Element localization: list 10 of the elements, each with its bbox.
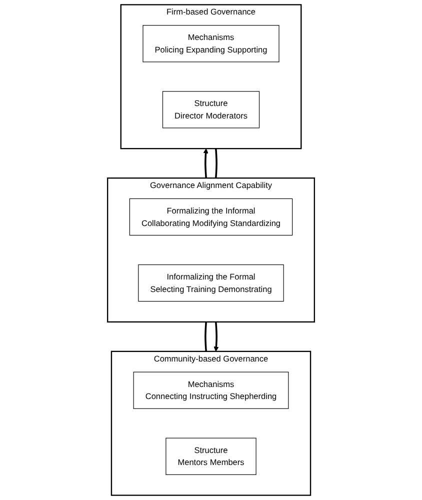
node-box: Structure Mentors Members <box>166 438 256 475</box>
arrow <box>214 322 219 352</box>
node-box: Mechanisms Policing Expanding Supporting <box>142 25 280 62</box>
connector <box>215 148 218 178</box>
arrow <box>203 148 208 178</box>
node-box: Mechanisms Connecting Instructing Shepherding <box>133 372 289 409</box>
node-box: Structure Director Moderators <box>162 91 260 128</box>
connector <box>204 322 207 352</box>
node-box: Formalizing the Informal Collaborating Modifying Standardizing <box>129 198 293 236</box>
node-box: Informalizing the Formal Selecting Training Demonstrating <box>138 264 284 302</box>
